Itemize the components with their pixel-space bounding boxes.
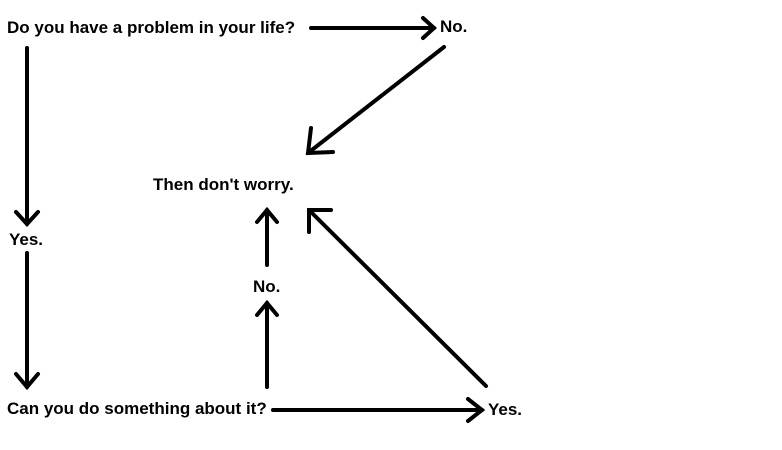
arrow-question2-to-yes-bottom [271, 397, 486, 423]
question-do-something-label: Can you do something about it? [7, 399, 267, 418]
answer-yes-bottom-label: Yes. [488, 400, 523, 419]
arrow-yes-left-to-question2 [14, 251, 40, 391]
arrow-no-top-to-dont-worry [305, 45, 446, 156]
answer-yes-left-label: Yes. [9, 230, 44, 249]
answer-no-top-label: No. [440, 17, 468, 36]
question-problem-label: Do you have a problem in your life? [7, 18, 296, 37]
arrow-question2-to-no-middle [255, 299, 279, 389]
arrow-no-middle-to-dont-worry [255, 206, 279, 267]
answer-no-middle-label: No. [253, 277, 281, 296]
arrow-question-to-no-top [309, 16, 437, 40]
arrow-yes-bottom-to-dont-worry [307, 208, 488, 388]
result-dont-worry-label: Then don't worry. [153, 175, 294, 194]
arrow-question-to-yes-left [14, 46, 40, 227]
